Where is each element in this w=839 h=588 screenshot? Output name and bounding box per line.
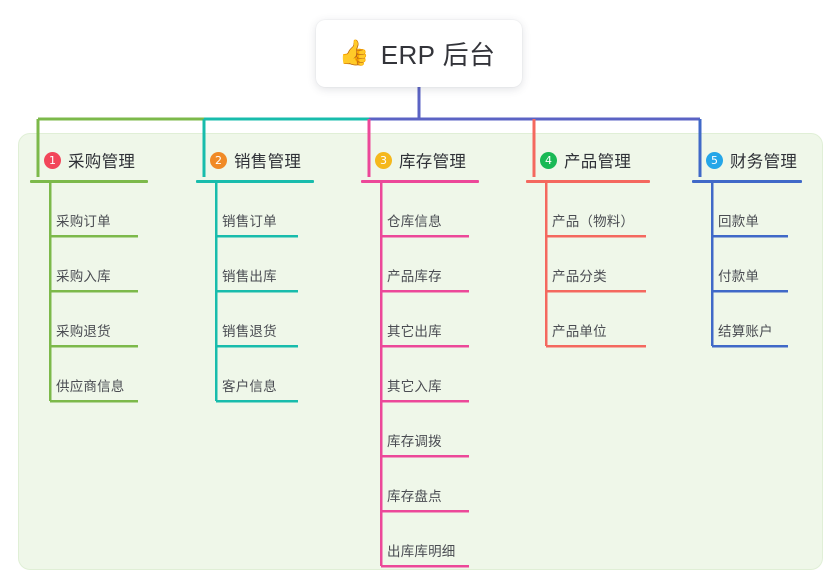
branch-item[interactable]: 出库库明细 [361,513,479,568]
branch-item-label: 其它出库 [387,324,442,339]
branch-item[interactable]: 付款单 [692,238,802,293]
branch-item-label: 库存盘点 [387,489,442,504]
branch-item[interactable]: 采购订单 [30,183,148,238]
branch-item[interactable]: 销售退货 [196,293,314,348]
branch-item-label: 销售出库 [222,269,277,284]
branch-item[interactable]: 仓库信息 [361,183,479,238]
branch-item[interactable]: 库存盘点 [361,458,479,513]
branch-item-label: 供应商信息 [56,379,125,394]
branch-item-label: 产品库存 [387,269,442,284]
branch-number-badge: 4 [540,151,557,169]
branch-title: 销售管理 [234,153,302,171]
branch-column-5: 5 财务管理回款单付款单结算账户 [692,148,802,348]
branch-title: 财务管理 [730,153,798,171]
branch-item[interactable]: 结算账户 [692,293,802,348]
branch-column-3: 3 库存管理仓库信息产品库存其它出库其它入库库存调拨库存盘点出库库明细 [361,148,479,568]
branch-item-label: 客户信息 [222,379,277,394]
branch-header-3[interactable]: 3 库存管理 [361,148,479,172]
branch-underline [692,180,802,183]
branch-item[interactable]: 产品库存 [361,238,479,293]
root-node-label: ERP 后台 [380,40,496,70]
branch-title: 库存管理 [399,153,467,171]
branch-item-label: 采购退货 [56,324,111,339]
branch-item-label: 库存调拨 [387,434,442,449]
branch-number-badge: 2 [210,151,227,169]
branch-underline [361,180,479,183]
branch-item-label: 结算账户 [718,324,773,339]
branch-header-2[interactable]: 2 销售管理 [196,148,314,172]
branch-item[interactable]: 销售订单 [196,183,314,238]
branch-item[interactable]: 采购入库 [30,238,148,293]
branch-item-label: 采购订单 [56,214,111,229]
branch-item[interactable]: 产品单位 [526,293,650,348]
root-node[interactable]: 👍 ERP 后台 [316,20,522,87]
branch-item[interactable]: 客户信息 [196,348,314,403]
branch-item[interactable]: 产品（物料） [526,183,650,238]
branch-column-2: 2 销售管理销售订单销售出库销售退货客户信息 [196,148,314,403]
branch-item[interactable]: 产品分类 [526,238,650,293]
branch-number-badge: 1 [44,151,61,169]
branch-item-label: 销售退货 [222,324,277,339]
branch-item[interactable]: 其它入库 [361,348,479,403]
branch-item[interactable]: 回款单 [692,183,802,238]
branch-column-1: 1 采购管理采购订单采购入库采购退货供应商信息 [30,148,148,403]
branch-header-4[interactable]: 4 产品管理 [526,148,650,172]
branch-number-badge: 3 [375,151,392,169]
branch-item-label: 付款单 [718,269,760,284]
branch-item-label: 仓库信息 [387,214,442,229]
branch-title: 采购管理 [68,153,136,171]
branch-item[interactable]: 其它出库 [361,293,479,348]
branch-underline [30,180,148,183]
branch-item-label: 产品分类 [552,269,607,284]
branch-item-label: 销售订单 [222,214,277,229]
branch-underline [196,180,314,183]
root-node-content: 👍 ERP 后台 [339,35,496,72]
branch-underline [526,180,650,183]
branch-column-4: 4 产品管理产品（物料） 产品分类产品单位 [526,148,650,348]
branch-item-label: 采购入库 [56,269,111,284]
thumbs-up-icon: 👍 [338,39,370,67]
branch-item-label: 其它入库 [387,379,442,394]
branch-item-label: 产品（物料） [552,214,635,229]
branch-number-badge: 5 [706,151,723,169]
branch-header-1[interactable]: 1 采购管理 [30,148,148,172]
branch-item[interactable]: 销售出库 [196,238,314,293]
branch-item-label: 产品单位 [552,324,607,339]
branch-item[interactable]: 采购退货 [30,293,148,348]
branch-item-label: 回款单 [718,214,760,229]
branch-header-5[interactable]: 5 财务管理 [692,148,802,172]
branches-panel [18,133,823,570]
branch-item-label: 出库库明细 [387,544,456,559]
branch-item[interactable]: 库存调拨 [361,403,479,458]
branch-title: 产品管理 [564,153,632,171]
branch-item[interactable]: 供应商信息 [30,348,148,403]
